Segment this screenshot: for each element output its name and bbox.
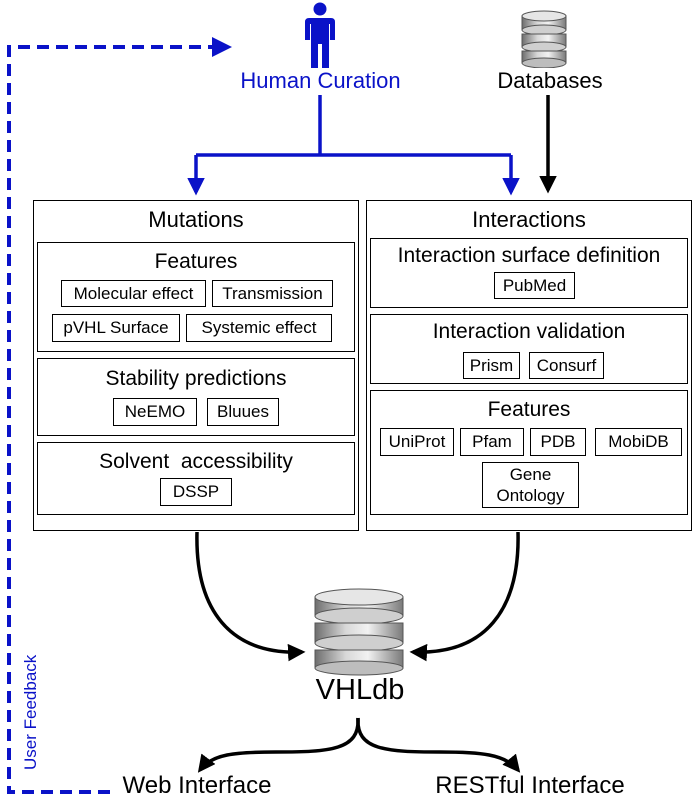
database-icon	[521, 10, 567, 68]
mutations-box	[33, 200, 359, 531]
tag-molecular-effect: Molecular effect	[61, 280, 206, 307]
solvent-title: Solvent accessibility	[99, 450, 293, 473]
tag-mobidb: MobiDB	[595, 428, 682, 456]
mutations-features-panel	[37, 242, 355, 352]
gene-ontology-line-2: Ontology	[496, 486, 565, 505]
tag-dssp: DSSP	[160, 478, 232, 506]
tag-pvhl-surface: pVHL Surface	[52, 314, 180, 342]
tag-consurf: Consurf	[529, 352, 604, 379]
tag-gene-ontology: Gene Ontology	[482, 462, 579, 508]
restful-interface-label: RESTful Interface	[435, 772, 625, 799]
tag-uniprot: UniProt	[380, 428, 454, 456]
database-icon	[314, 588, 404, 676]
output-brace-left	[197, 717, 360, 773]
tag-systemic-effect: Systemic effect	[186, 314, 332, 342]
validation-title: Interaction validation	[432, 320, 626, 343]
web-interface-label: Web Interface	[122, 772, 272, 799]
person-icon	[305, 2, 335, 68]
validation-panel	[370, 314, 688, 384]
interactions-features-panel	[370, 390, 688, 515]
vhldb-label: VHLdb	[315, 674, 405, 706]
mutations-features-title: Features	[154, 250, 238, 273]
mutations-to-vhldb-arrow	[195, 531, 306, 662]
tag-transmission: Transmission	[212, 280, 333, 307]
interactions-to-vhldb-arrow	[409, 531, 520, 662]
tag-neemo: NeEMO	[113, 398, 197, 426]
stability-title: Stability predictions	[105, 367, 287, 390]
tag-prism: Prism	[463, 352, 520, 379]
human-curation-label: Human Curation	[240, 68, 401, 93]
mutations-title: Mutations	[148, 207, 244, 232]
surface-title: Interaction surface definition	[397, 244, 661, 267]
solvent-panel	[37, 442, 355, 515]
output-brace-right	[356, 717, 521, 773]
tag-pfam: Pfam	[460, 428, 524, 456]
tag-bluues: Bluues	[207, 398, 279, 426]
interactions-title: Interactions	[472, 207, 586, 232]
surface-panel	[370, 238, 688, 308]
tag-pubmed: PubMed	[494, 272, 575, 299]
databases-label: Databases	[497, 68, 603, 93]
tag-pdb: PDB	[530, 428, 586, 456]
user-feedback-loop	[7, 37, 232, 794]
stability-panel	[37, 358, 355, 436]
user-feedback-label: User Feedback	[21, 654, 40, 770]
interactions-features-title: Features	[487, 398, 571, 421]
gene-ontology-line-1: Gene	[509, 465, 552, 484]
